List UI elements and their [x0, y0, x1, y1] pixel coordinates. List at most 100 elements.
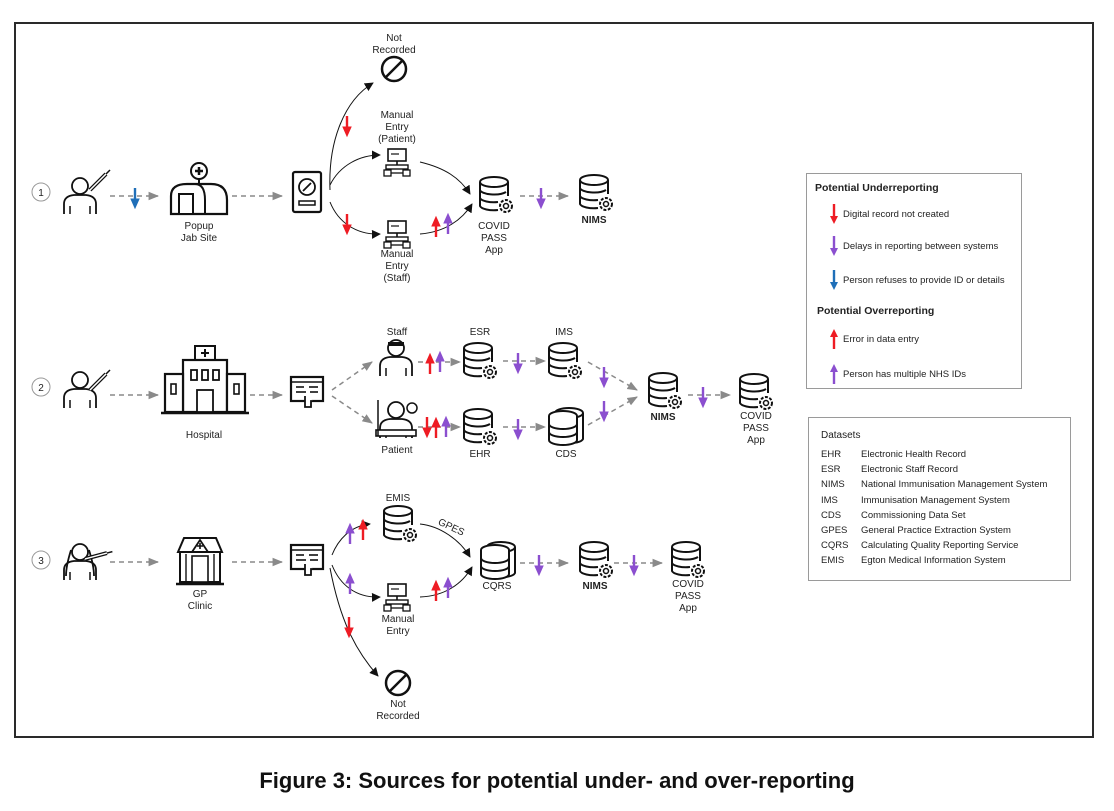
red-down-arrow-icon — [343, 615, 355, 639]
red-down-arrow-icon — [341, 212, 353, 236]
not-recorded-icon — [384, 669, 412, 697]
edge-label-gpes: GPES — [436, 517, 466, 539]
purple-up-arrow-icon — [830, 364, 838, 384]
computer-icon — [383, 148, 411, 177]
database-icon — [671, 541, 705, 578]
legend-label: Error in data entry — [843, 333, 920, 345]
legend-datasets: Datasets EHR Electronic Health Record ESR… — [808, 417, 1071, 581]
node-label-patient: Patient — [381, 445, 412, 456]
node-label-ims: IMS — [555, 327, 573, 338]
legend-item: Person refuses to provide ID or details — [829, 269, 1005, 291]
legend-over-title: Potential Overreporting — [817, 305, 935, 317]
digital-form-icon — [289, 543, 325, 577]
dataset-name: Electronic Health Record — [861, 449, 967, 460]
red-down-arrow-icon — [341, 114, 353, 138]
flow-arrow — [419, 566, 473, 598]
purple-down-arrow-icon — [697, 385, 709, 409]
legend-label: Digital record not created — [843, 208, 950, 220]
computer-icon — [383, 220, 411, 249]
database-icon — [463, 408, 497, 445]
purple-down-arrow-icon — [598, 399, 610, 423]
dataset-name: National Immunisation Management System — [861, 479, 1048, 490]
flow-arrow — [587, 361, 638, 391]
row-number-badge — [31, 550, 51, 570]
database-icon — [463, 342, 497, 379]
digital-form-icon — [289, 375, 325, 409]
node-label-emis: EMIS — [386, 493, 411, 504]
flow-arrow — [331, 564, 381, 602]
dataset-abbr: EHR — [821, 449, 842, 460]
gp-clinic-icon — [176, 537, 224, 586]
dataset-row: CDS Commissioning Data Set — [817, 510, 966, 521]
database-icon — [648, 372, 682, 409]
dataset-abbr: CDS — [821, 510, 842, 521]
flow-arrow — [329, 567, 379, 677]
dataset-row: EHR Electronic Health Record — [817, 449, 966, 460]
flow-arrow — [329, 201, 381, 239]
database-icon — [579, 541, 613, 578]
flow-arrow — [587, 396, 638, 426]
stacked-database-icon — [480, 541, 516, 580]
legend-label: Person refuses to provide ID or details — [843, 274, 1005, 286]
purple-down-arrow-icon — [830, 236, 838, 256]
patient-icon — [375, 400, 418, 439]
flow-arrow — [329, 82, 374, 191]
not-recorded-icon — [380, 55, 408, 83]
legend-item: Delays in reporting between systems — [829, 235, 998, 257]
flow-arrow — [419, 161, 471, 195]
red-down-arrow-icon — [830, 204, 838, 224]
legend-label: Delays in reporting between systems — [843, 240, 999, 252]
red-up-arrow-icon — [424, 352, 436, 376]
blue-down-arrow-icon — [830, 270, 838, 290]
purple-down-arrow-icon — [535, 186, 547, 210]
purple-down-arrow-icon — [628, 553, 640, 577]
dataset-name: Immunisation Management System — [861, 495, 1010, 506]
row-2: 2 Hospital Staff — [31, 327, 773, 460]
dataset-name: Calculating Quality Reporting Service — [861, 540, 1019, 551]
dataset-name: Electronic Staff Record — [861, 464, 958, 475]
datasets-title: Datasets — [821, 430, 861, 441]
node-label-nims: NIMS — [583, 581, 608, 592]
node-label-nims: NIMS — [651, 412, 676, 423]
purple-down-arrow-icon — [512, 417, 524, 441]
dataset-abbr: ESR — [821, 464, 841, 475]
flow-arrow — [331, 361, 373, 391]
red-up-arrow-icon — [430, 579, 442, 603]
dataset-name: General Practice Extraction System — [861, 525, 1011, 536]
flow-arrow — [419, 203, 473, 235]
dataset-name: Egton Medical Information System — [861, 555, 1006, 566]
purple-up-arrow-icon — [442, 212, 454, 236]
dataset-row: CQRS Calculating Quality Reporting Servic… — [817, 540, 1018, 551]
red-up-arrow-icon — [430, 215, 442, 239]
dataset-abbr: CQRS — [821, 540, 849, 551]
figure-caption: Figure 3: Sources for potential under- a… — [259, 768, 855, 793]
hospital-icon — [161, 345, 249, 415]
legend-under-title: Potential Underreporting — [815, 182, 939, 194]
legend-reporting: Potential Underreporting Digital record … — [806, 173, 1022, 389]
legend-item: Error in data entry — [829, 328, 919, 350]
row-number: 2 — [38, 383, 44, 394]
database-icon — [548, 342, 582, 379]
node-label-cqrs: CQRS — [483, 581, 512, 592]
red-up-arrow-icon — [430, 416, 442, 440]
purple-down-arrow-icon — [533, 553, 545, 577]
row-number-badge — [31, 182, 51, 202]
person-icon — [63, 168, 112, 215]
purple-down-arrow-icon — [512, 351, 524, 375]
dataset-name: Commissioning Data Set — [861, 510, 966, 521]
legend-label: Person has multiple NHS IDs — [843, 368, 967, 380]
purple-up-arrow-icon — [442, 576, 454, 600]
stacked-database-icon — [548, 407, 584, 446]
database-icon — [579, 174, 613, 211]
